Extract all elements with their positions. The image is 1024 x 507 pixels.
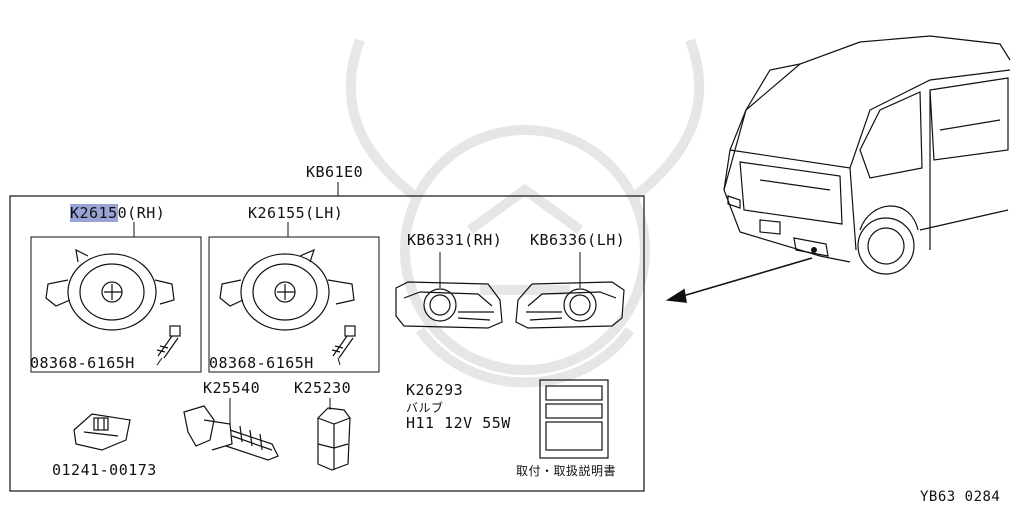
bezel-lh (515, 281, 625, 329)
lamp-lh-box (208, 236, 380, 373)
clip-label: 01241-00173 (52, 461, 157, 479)
lamp-lh-label: K26155(LH) (248, 204, 344, 222)
bulb-spec-label: H11 12V 55W (406, 414, 511, 432)
van-illustration (723, 35, 1011, 275)
lamp-rh-label: K26150(RH) (70, 204, 166, 222)
lamp-rh-box (30, 236, 202, 373)
watermark-emblem (345, 38, 705, 388)
relay-label: K25540 (203, 379, 261, 397)
assembly-outline (9, 195, 645, 492)
fog-lamp-lh (219, 248, 355, 331)
bolt-rh (156, 325, 181, 359)
bezel-lh-label: KB6336(LH) (530, 231, 626, 249)
relay-block (317, 407, 351, 471)
bulb-code-label: K26293 (406, 381, 464, 399)
clip-nut (73, 413, 131, 451)
van-lamp-mark (811, 247, 817, 253)
fog-lamp-rh (45, 248, 175, 331)
switch-label: K25230 (294, 379, 352, 397)
lamp-rh-label-tail: 0(RH) (117, 204, 166, 222)
reference-code: YB63 0284 (920, 489, 1001, 505)
manual-sheet (539, 379, 609, 459)
bolt-lh (331, 325, 356, 359)
bezel-rh (395, 281, 503, 329)
relay-harness (183, 405, 279, 461)
bulb-name-label: バルブ (406, 401, 444, 415)
leader-arrow (665, 257, 813, 303)
assembly-code: KB61E0 (306, 163, 364, 181)
highlight-code: K2615 (70, 204, 118, 222)
bolt-rh-label: 08368-6165H (30, 354, 135, 372)
bezel-rh-label: KB6331(RH) (407, 231, 503, 249)
bolt-lh-label: 08368-6165H (209, 354, 314, 372)
manual-label: 取付・取扱説明書 (516, 464, 617, 478)
